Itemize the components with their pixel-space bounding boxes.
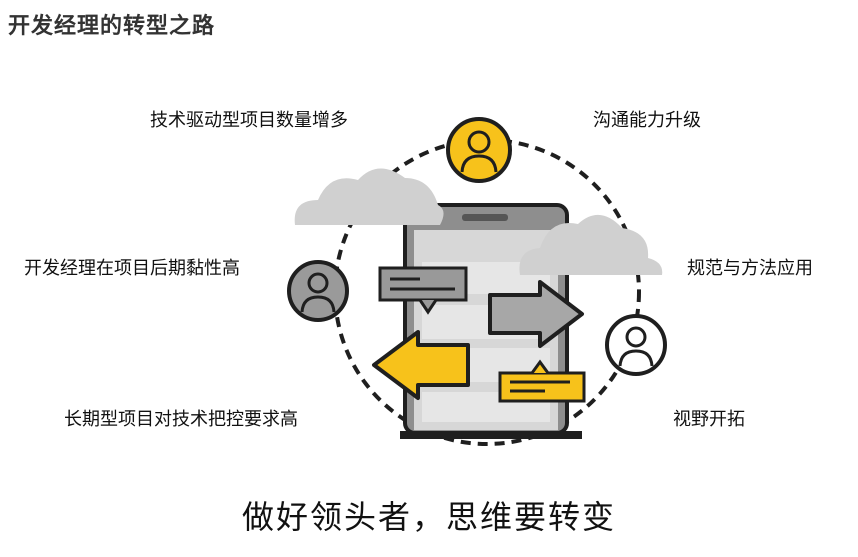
person-icon bbox=[446, 117, 512, 183]
page-title: 开发经理的转型之路 bbox=[8, 14, 216, 39]
cloud-icon bbox=[294, 168, 444, 225]
slogan: 做好领头者，思维要转变 bbox=[241, 498, 616, 536]
cloud-icon bbox=[519, 214, 663, 275]
label-standards-methods: 规范与方法应用 bbox=[687, 258, 813, 279]
person-icon bbox=[605, 314, 667, 376]
label-broaden-vision: 视野开拓 bbox=[673, 409, 745, 430]
person-icon bbox=[287, 260, 349, 322]
arrow-left-icon bbox=[372, 330, 470, 400]
label-long-term-control: 长期型项目对技术把控要求高 bbox=[64, 409, 298, 430]
label-tech-projects: 技术驱动型项目数量增多 bbox=[150, 110, 348, 131]
label-communication: 沟通能力升级 bbox=[593, 110, 701, 131]
chat-bubble-icon bbox=[498, 359, 586, 403]
chat-bubble-icon bbox=[378, 266, 468, 315]
label-late-stage-stickiness: 开发经理在项目后期黏性高 bbox=[24, 258, 240, 279]
arrow-right-icon bbox=[488, 280, 584, 348]
